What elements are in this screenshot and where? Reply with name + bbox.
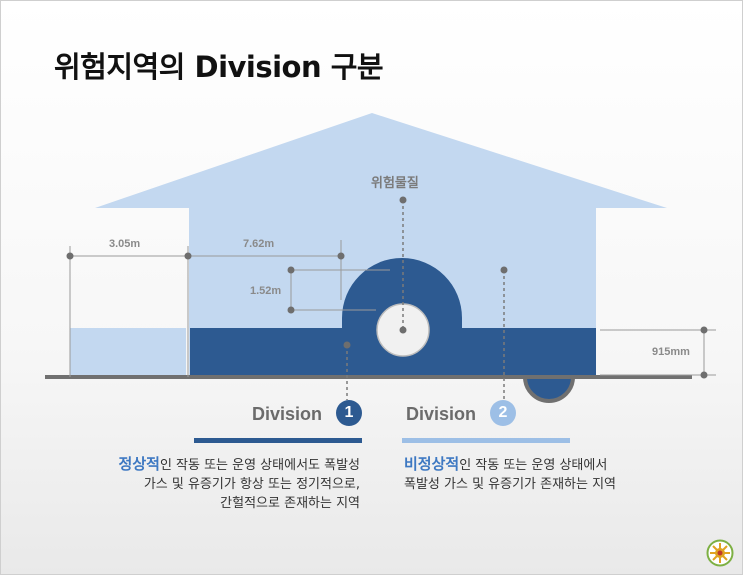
division2-label: Division [406, 404, 477, 424]
division1-line1: 인 작동 또는 운영 상태에서도 폭발성 [159, 458, 360, 473]
division2-zone [95, 113, 667, 377]
division1-badge: 1 [336, 400, 362, 426]
division1-highlight: 정상적 [118, 455, 160, 473]
division2-left-zone [70, 328, 186, 377]
division2-highlight: 비정상적 [404, 455, 460, 473]
dimension-1-52m: 1.52m [250, 285, 282, 297]
division2-description: 비정상적인 작동 또는 운영 상태에서 폭발성 가스 및 유증기가 존재하는 지… [404, 455, 704, 494]
division2-line1: 인 작동 또는 운영 상태에서 [459, 458, 608, 473]
division2-bar [402, 438, 570, 443]
division1-bar [194, 438, 362, 443]
division2-line2: 폭발성 가스 및 유증기가 존재하는 지역 [404, 477, 617, 492]
sump-pit [522, 375, 576, 403]
division2-badge: 2 [490, 400, 516, 426]
page-title: 위험지역의 Division 구분 [54, 50, 384, 84]
division1-line3: 간헐적으로 존재하는 지역 [220, 496, 360, 511]
dimension-7-62m: 7.62m [243, 238, 275, 250]
division1-line2: 가스 및 유증기가 항상 또는 정기적으로, [143, 477, 360, 492]
dimension-3-05m: 3.05m [109, 238, 141, 250]
hazard-material-label: 위험물질 [371, 176, 419, 191]
division1-description: 정상적인 작동 또는 운영 상태에서도 폭발성 가스 및 유증기가 항상 또는 … [54, 455, 360, 513]
dimension-915mm: 915mm [652, 346, 690, 358]
division1-label: Division [252, 404, 323, 424]
sun-emblem-icon [706, 539, 734, 567]
